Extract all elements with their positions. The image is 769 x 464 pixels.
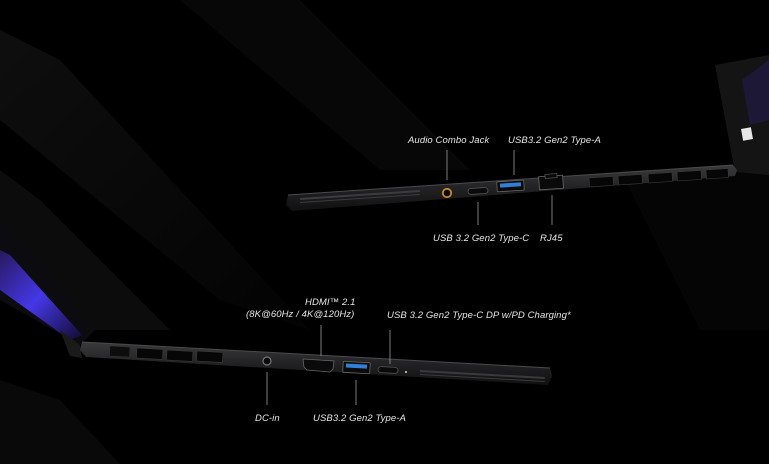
audio-combo-jack-label: Audio Combo Jack: [408, 135, 490, 146]
top-laptop-lid: [715, 55, 769, 175]
rj45-label: RJ45: [540, 233, 563, 244]
top-usb-c-port: [467, 187, 489, 195]
hdmi-label: HDMI™ 2.1: [305, 297, 356, 308]
top-usb-c-label: USB 3.2 Gen2 Type-C: [433, 233, 530, 244]
bottom-vents: [136, 347, 224, 363]
hdmi-port: [302, 358, 335, 373]
bottom-laptop-screen: [0, 220, 95, 358]
bottom-usb-a-label: USB3.2 Gen2 Type-A: [313, 413, 406, 424]
bottom-usb-c-port: [377, 366, 399, 374]
top-usb-a-label: USB3.2 Gen2 Type-A: [508, 135, 601, 146]
top-laptop-side: [286, 164, 737, 211]
bottom-leader-lines: [266, 325, 391, 405]
hdmi-detail-label: (8K@60Hz / 4K@120Hz): [246, 309, 355, 320]
dc-in-label: DC-in: [255, 413, 280, 424]
top-leader-lines: [446, 150, 553, 225]
dc-in-port: [262, 356, 272, 366]
top-vents: [588, 168, 729, 188]
usb-c-dp-label: USB 3.2 Gen2 Type-C DP w/PD Charging*: [387, 310, 571, 321]
bottom-laptop-side: [80, 341, 552, 385]
audio-jack-port: [441, 187, 453, 199]
